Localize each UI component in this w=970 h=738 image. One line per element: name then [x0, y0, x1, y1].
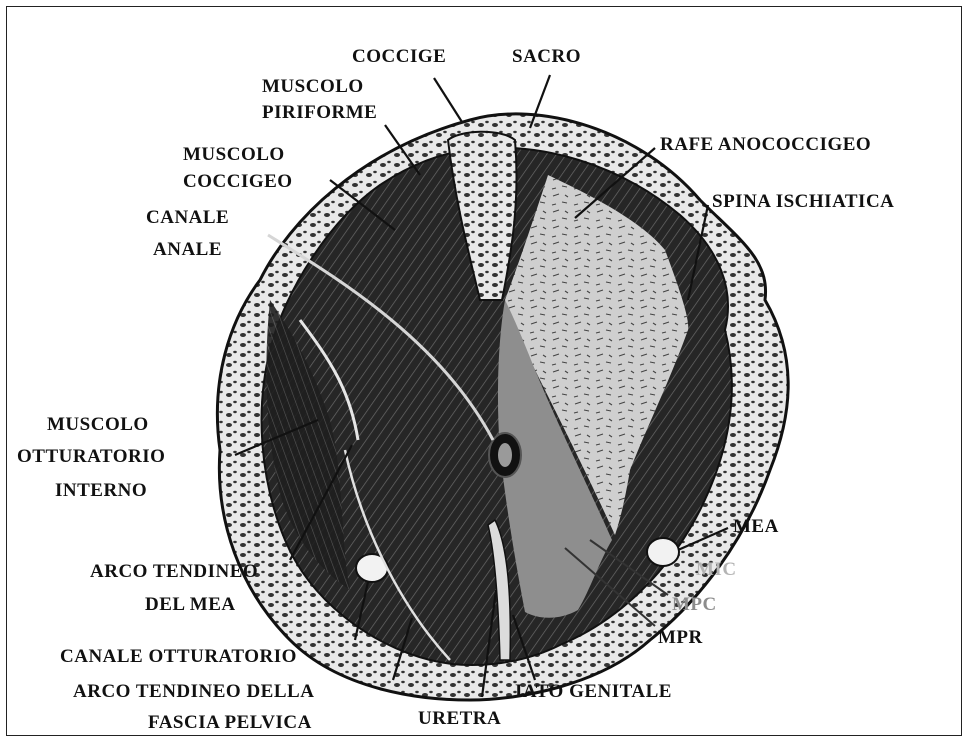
label-mea: MEA — [733, 516, 779, 537]
label-spina-ischiatica: SPINA ISCHIATICA — [712, 191, 894, 212]
label-mpc: MPC — [672, 594, 717, 615]
label-arco-fascia-line2: FASCIA PELVICA — [148, 712, 312, 733]
label-mic: MIC — [696, 559, 737, 580]
label-canale-anale-line2: ANALE — [153, 239, 222, 260]
label-arco-mea-line2: DEL MEA — [145, 594, 236, 615]
label-canale-otturatorio: CANALE OTTURATORIO — [60, 646, 297, 667]
label-otturatorio-line2: OTTURATORIO — [17, 446, 165, 467]
label-otturatorio-line3: INTERNO — [55, 480, 147, 501]
label-arco-mea-line1: ARCO TENDINEO — [90, 561, 258, 582]
label-otturatorio-line1: MUSCOLO — [47, 414, 149, 435]
label-muscolo-piriforme-line1: MUSCOLO — [262, 76, 364, 97]
label-sacro: SACRO — [512, 46, 581, 67]
leader-coccige — [434, 78, 462, 122]
label-coccige: COCCIGE — [352, 46, 446, 67]
label-muscolo-coccigeo-line2: COCCIGEO — [183, 171, 293, 192]
label-rafe-anococcigeo: RAFE ANOCOCCIGEO — [660, 134, 871, 155]
obturator-canal-right — [647, 538, 679, 566]
label-muscolo-piriforme-line2: PIRIFORME — [262, 102, 377, 123]
label-muscolo-coccigeo-line1: MUSCOLO — [183, 144, 285, 165]
label-uretra: URETRA — [418, 708, 501, 729]
anal-canal-inner — [498, 443, 512, 467]
label-canale-anale-line1: CANALE — [146, 207, 229, 228]
label-iato-genitale: IATO GENITALE — [515, 681, 672, 702]
label-mpr: MPR — [658, 627, 703, 648]
label-arco-fascia-line1: ARCO TENDINEO DELLA — [73, 681, 314, 702]
